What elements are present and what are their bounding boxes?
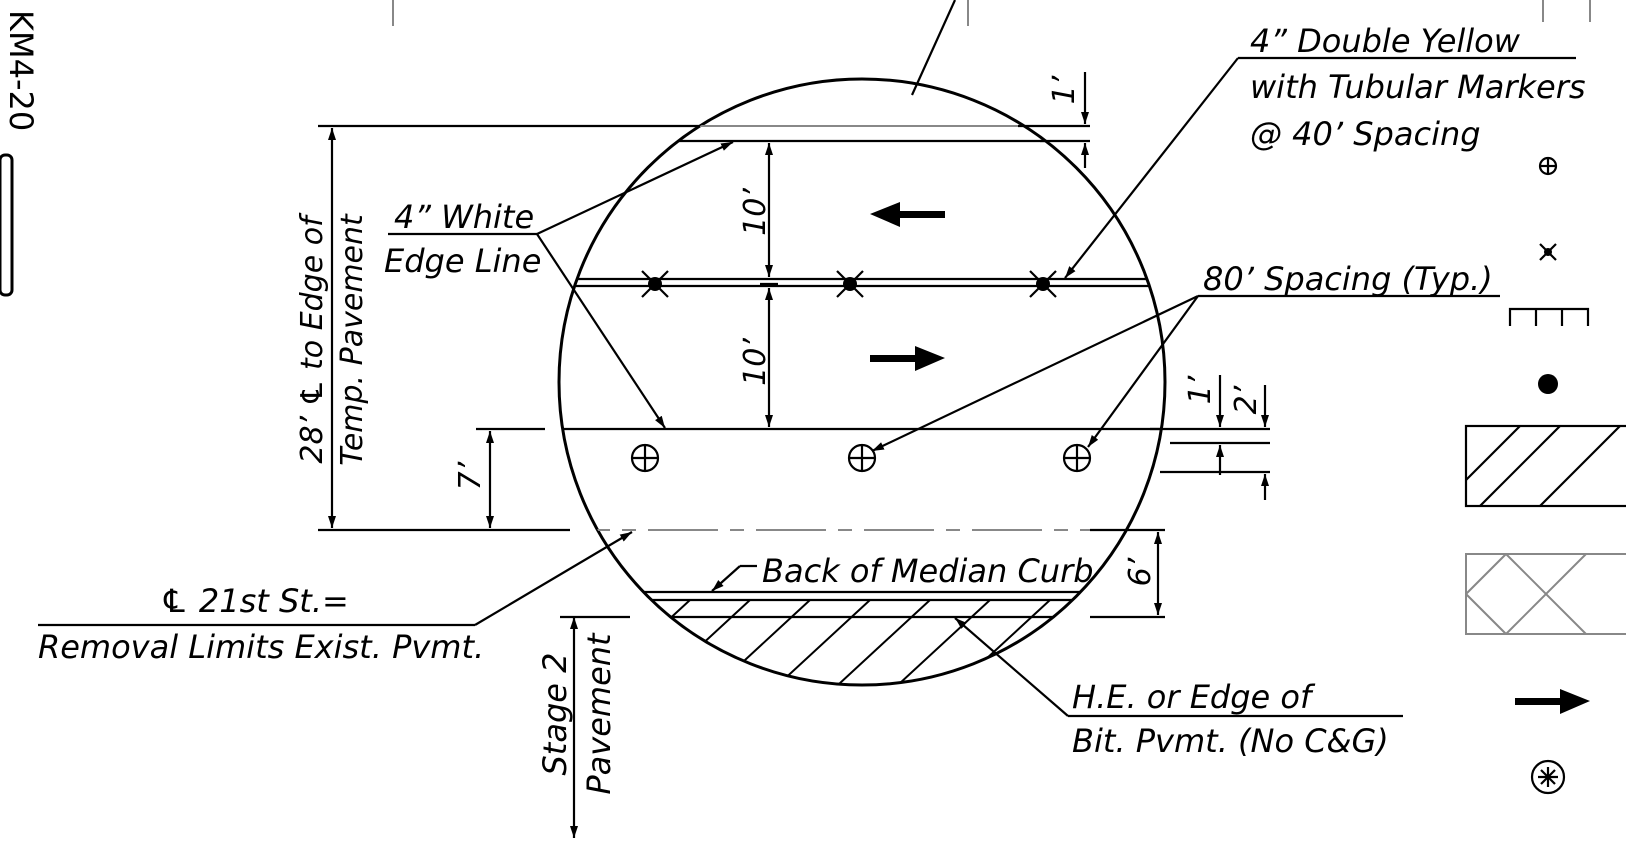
median-curb-label: Back of Median Curb (762, 552, 1094, 590)
raised-markers (630, 443, 1092, 473)
legend (1464, 156, 1626, 795)
dim-6ft: 6’ (1123, 557, 1158, 586)
edge-pavement-label-1: 28’ ℄ to Edge of (295, 212, 330, 464)
tubular-markers (641, 270, 1057, 298)
circle-plus-icon (1538, 156, 1558, 176)
sheet-label: KM4-20 (2, 10, 40, 131)
spacing-80-label: 80’ Spacing (Typ.) (1203, 260, 1493, 298)
dim-lane-bottom: 10’ (738, 338, 773, 386)
he-edge-label-1: H.E. or Edge of (1072, 678, 1316, 716)
dim-lane-top: 10’ (738, 188, 773, 236)
white-edge-label-1: 4” White (394, 198, 534, 236)
barricade-icon (1508, 307, 1590, 326)
asterisk-circle-icon (1530, 759, 1566, 795)
dim-7ft: 7’ (453, 461, 488, 490)
dim-right-1ft: 1’ (1183, 375, 1218, 404)
arrow-right-icon (1515, 689, 1590, 714)
edge-pavement-label-2: Temp. Pavement (335, 213, 370, 466)
he-edge-label-2: Bit. Pvmt. (No C&G) (1072, 722, 1389, 760)
pavement-lines (559, 125, 1165, 685)
arrow-right-icon (870, 346, 945, 371)
arrow-left-icon (870, 202, 945, 227)
detail-circle (557, 77, 1167, 687)
dot-icon (1538, 374, 1558, 394)
double-yellow-label-1: 4” Double Yellow (1250, 22, 1521, 60)
double-yellow-label-3: @ 40’ Spacing (1250, 115, 1481, 153)
dim-top-1ft: 1’ (1047, 75, 1082, 104)
dim-right-2ft: 2’ (1229, 385, 1264, 414)
hatch-pattern (1464, 424, 1626, 508)
white-edge-label-2: Edge Line (384, 242, 541, 280)
removal-label-1: ℄ 21st St.= (160, 582, 349, 620)
svg-text:KM4-20: KM4-20 (2, 10, 40, 131)
stage2-label-1: Stage 2 (536, 653, 574, 776)
crosshatch-pattern (1465, 553, 1626, 635)
sheet-stamp (0, 153, 14, 297)
double-yellow-label-2: with Tubular Markers (1250, 68, 1586, 106)
stage2-label-2: Pavement (580, 632, 618, 795)
removal-label-2: Removal Limits Exist. Pvmt. (38, 628, 484, 666)
x-mark-icon (1539, 243, 1557, 261)
